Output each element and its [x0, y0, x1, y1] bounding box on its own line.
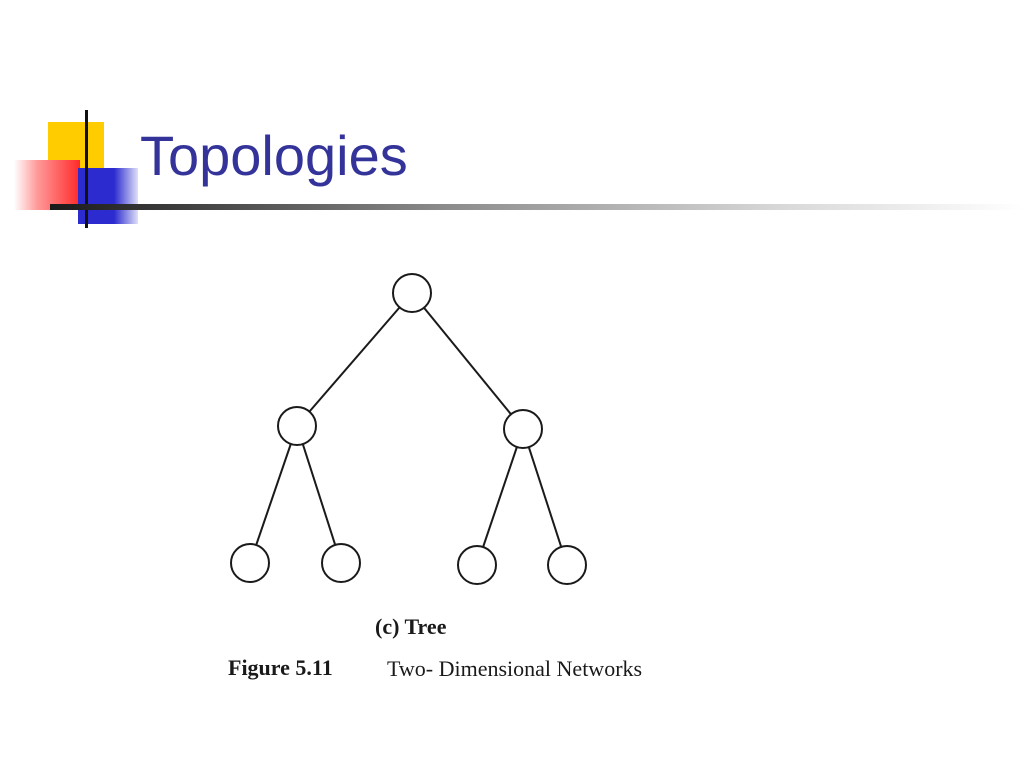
tree-edges [255, 306, 563, 548]
tree-node-root [392, 273, 432, 313]
logo-blue-square [78, 168, 138, 224]
title-underline [50, 204, 1024, 210]
tree-node-left-right [321, 543, 361, 583]
tree-edge-root-to-right [423, 307, 512, 415]
tree-node-left-left [230, 543, 270, 583]
slide-title: Topologies [140, 124, 408, 187]
logo-vertical-line [85, 110, 88, 228]
tree-edge-left-to-left-right [301, 443, 337, 546]
tree-node-right [503, 409, 543, 449]
tree-edge-left-to-left-left [255, 443, 292, 546]
tree-edge-root-to-left [308, 306, 401, 413]
tree-node-right-left [457, 545, 497, 585]
tree-node-right-right [547, 545, 587, 585]
tree-nodes [230, 273, 587, 585]
tree-edge-right-to-right-right [527, 446, 563, 548]
figure-label: Figure 5.11 [228, 655, 333, 680]
tree-node-left [277, 406, 317, 446]
diagram-subcaption: (c) Tree [375, 614, 447, 639]
figure-caption: Two- Dimensional Networks [387, 656, 642, 681]
logo-red-square [14, 160, 80, 210]
tree-edge-right-to-right-left [482, 446, 518, 548]
slide-logo [0, 0, 160, 240]
